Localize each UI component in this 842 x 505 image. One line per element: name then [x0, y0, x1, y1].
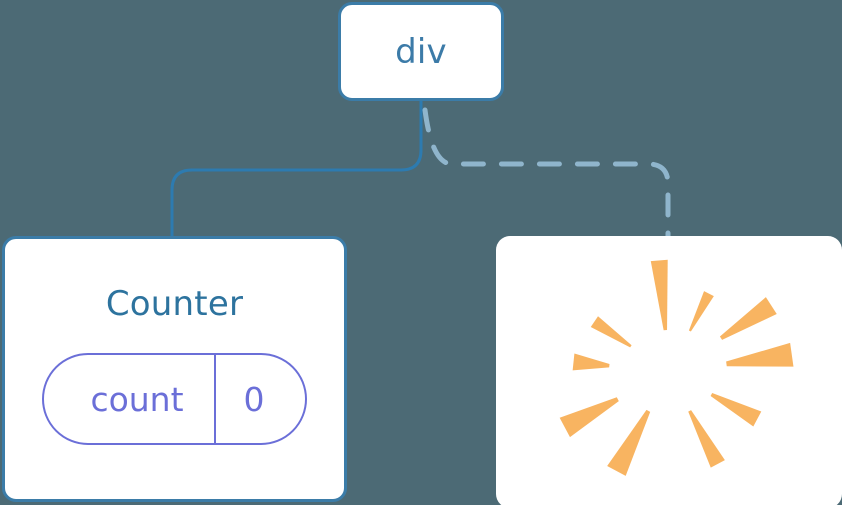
sparkle-ray-5: [710, 393, 762, 427]
sparkle-burst-icon: [559, 259, 794, 476]
sparkle-burst-rays: [559, 259, 794, 476]
edge-root-to-new-node: [422, 107, 671, 239]
sparkle-ray-4: [726, 342, 794, 367]
sparkle-ray-10: [590, 316, 632, 348]
sparkle-ray-1: [650, 259, 668, 331]
state-chip-key: count: [90, 379, 184, 419]
node-counter-label: Counter: [105, 284, 244, 324]
sparkle-ray-6: [688, 410, 725, 468]
sparkle-ray-7: [607, 409, 651, 476]
node-div-label: div: [395, 31, 447, 72]
node-new-highlighted[interactable]: [496, 236, 842, 505]
state-chip-value: 0: [243, 379, 265, 419]
node-div[interactable]: div: [338, 2, 504, 101]
sparkle-ray-8: [559, 397, 619, 438]
sparkle-ray-2: [688, 291, 714, 332]
state-chip-count[interactable]: count 0: [42, 353, 307, 445]
edge-root-to-counter: [170, 99, 423, 238]
sparkle-ray-3: [719, 297, 777, 340]
state-chip-divider: [213, 355, 216, 443]
sparkle-ray-9: [572, 353, 610, 371]
node-counter[interactable]: Counter count 0: [2, 236, 347, 502]
